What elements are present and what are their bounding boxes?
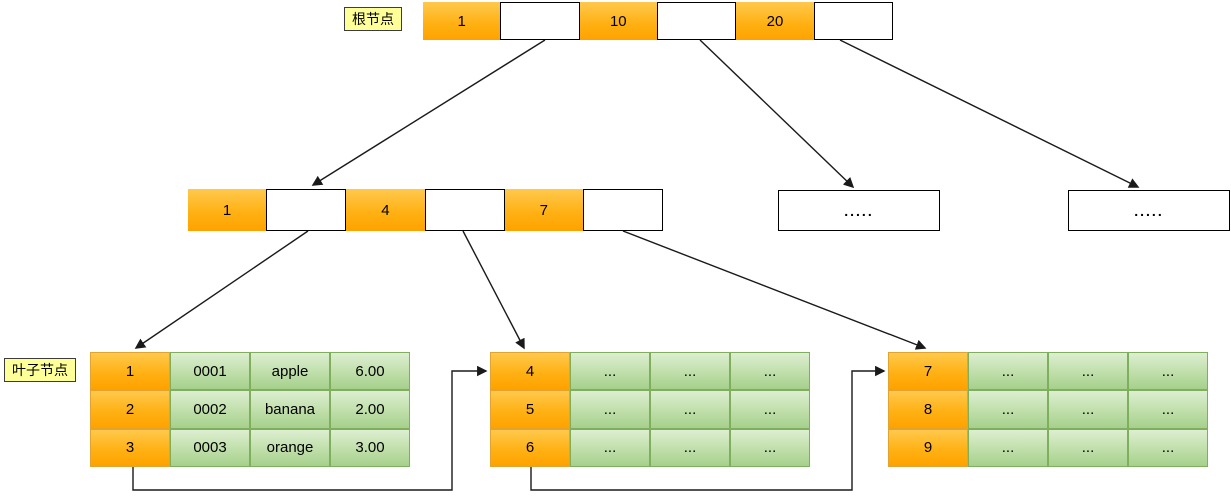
leaf3-row2-key: 8 bbox=[888, 390, 968, 429]
arrow-root-to-right-dots bbox=[839, 39, 1140, 188]
leaf2-row1-id: ... bbox=[570, 352, 650, 391]
leaf2-row2-id: ... bbox=[570, 390, 650, 429]
leaf3-row2-price: ... bbox=[1128, 390, 1208, 429]
leaf2-row1-name: ... bbox=[650, 352, 730, 391]
leaf2-row2-key: 5 bbox=[490, 390, 570, 429]
arrow-internal-to-leaf-3 bbox=[622, 230, 927, 350]
root-pointer-2 bbox=[656, 2, 737, 40]
leaf1-row2-name: banana bbox=[250, 390, 330, 429]
leaf3-row2-id: ... bbox=[968, 390, 1048, 429]
leaf2-row2-name: ... bbox=[650, 390, 730, 429]
leaf3-row3-name: ... bbox=[1048, 428, 1128, 467]
arrow-root-to-middle-dots bbox=[699, 39, 855, 189]
root-key-1: 1 bbox=[423, 2, 501, 40]
leaf3-row3-key: 9 bbox=[888, 428, 968, 467]
leaf2-row1-key: 4 bbox=[490, 352, 570, 391]
internal-pointer-3 bbox=[582, 189, 664, 231]
leaf2-row3-name: ... bbox=[650, 428, 730, 467]
leaf1-row1-name: apple bbox=[250, 352, 330, 391]
arrow-internal-to-leaf-2 bbox=[462, 230, 525, 350]
root-key-20: 20 bbox=[736, 2, 814, 40]
leaf-table-2: 4 ... ... ... 5 ... ... ... 6 ... ... ..… bbox=[490, 352, 810, 467]
internal-pointer-1 bbox=[266, 189, 347, 231]
leaf1-row1-price: 6.00 bbox=[330, 352, 410, 391]
root-node-label: 根节点 bbox=[344, 7, 402, 31]
leaf1-row2-price: 2.00 bbox=[330, 390, 410, 429]
leaf3-row3-id: ... bbox=[968, 428, 1048, 467]
leaf1-row3-price: 3.00 bbox=[330, 428, 410, 467]
leaf2-row1-price: ... bbox=[730, 352, 810, 391]
internal-key-7: 7 bbox=[504, 189, 583, 231]
leaf3-row2-name: ... bbox=[1048, 390, 1128, 429]
leaf3-row1-name: ... bbox=[1048, 352, 1128, 391]
leaf2-row2-price: ... bbox=[730, 390, 810, 429]
placeholder-node-right: ..... bbox=[1068, 190, 1230, 231]
leaf-table-1: 1 0001 apple 6.00 2 0002 banana 2.00 3 0… bbox=[90, 352, 410, 467]
placeholder-node-middle: ..... bbox=[778, 190, 940, 231]
arrow-internal-to-leaf-1 bbox=[134, 230, 309, 349]
leaf1-row3-id: 0003 bbox=[170, 428, 250, 467]
leaf3-row1-key: 7 bbox=[888, 352, 968, 391]
root-pointer-1 bbox=[500, 2, 580, 40]
leaf1-row3-name: orange bbox=[250, 428, 330, 467]
leaf1-row2-key: 2 bbox=[90, 390, 170, 429]
leaf3-row1-id: ... bbox=[968, 352, 1048, 391]
internal-key-4: 4 bbox=[346, 189, 425, 231]
arrow-root-to-internal bbox=[311, 39, 546, 186]
leaf3-row1-price: ... bbox=[1128, 352, 1208, 391]
internal-node: 1 4 7 bbox=[188, 189, 664, 231]
leaf-node-label: 叶子节点 bbox=[4, 358, 76, 382]
leaf3-row3-price: ... bbox=[1128, 428, 1208, 467]
leaf2-row3-key: 6 bbox=[490, 428, 570, 467]
leaf1-row1-id: 0001 bbox=[170, 352, 250, 391]
root-node: 1 10 20 bbox=[423, 2, 893, 40]
internal-key-1: 1 bbox=[188, 189, 267, 231]
root-key-10: 10 bbox=[579, 2, 657, 40]
root-pointer-3 bbox=[813, 2, 893, 40]
leaf-table-3: 7 ... ... ... 8 ... ... ... 9 ... ... ..… bbox=[888, 352, 1208, 467]
leaf1-row3-key: 3 bbox=[90, 428, 170, 467]
internal-pointer-2 bbox=[424, 189, 505, 231]
leaf2-row3-price: ... bbox=[730, 428, 810, 467]
leaf1-row1-key: 1 bbox=[90, 352, 170, 391]
leaf1-row2-id: 0002 bbox=[170, 390, 250, 429]
leaf2-row3-id: ... bbox=[570, 428, 650, 467]
